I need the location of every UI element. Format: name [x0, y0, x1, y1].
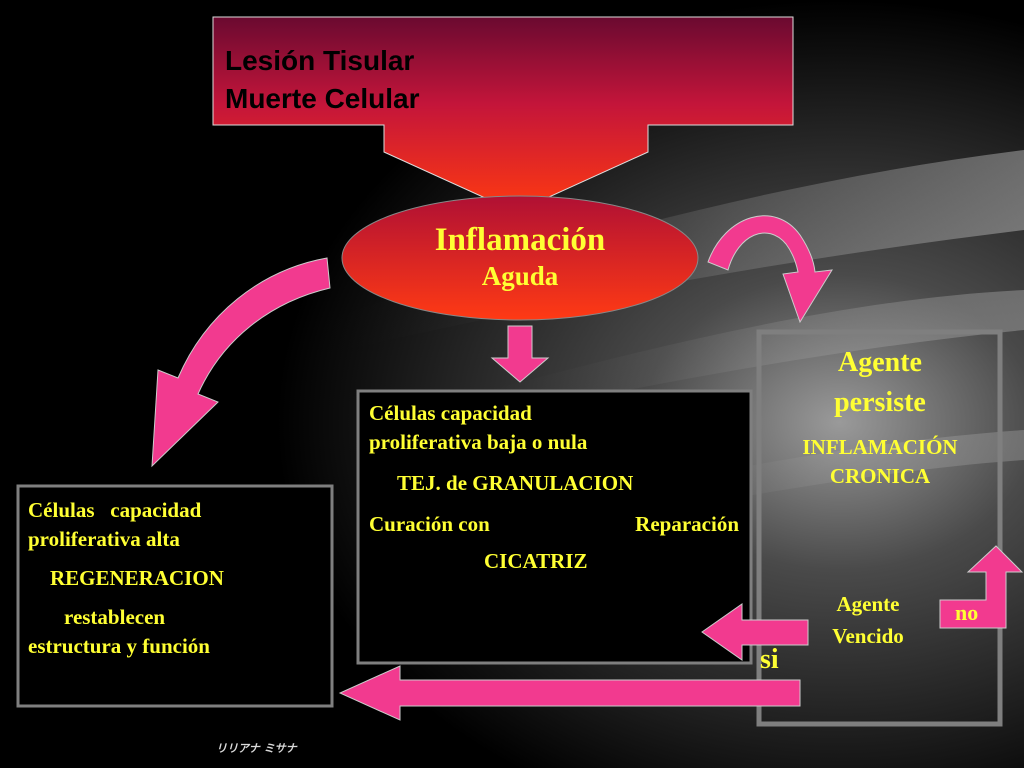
footer-author: リリアナ ミサナ: [216, 742, 297, 755]
vencido-line2: Vencido: [832, 624, 904, 648]
top-box-line1: Lesión Tisular: [225, 45, 415, 76]
right-sub1: INFLAMACIÓN: [802, 435, 958, 459]
left-line3: REGENERACION: [50, 566, 224, 590]
left-box-text: Células capacidad proliferativa alta REG…: [28, 496, 328, 661]
center-line3: TEJ. de GRANULACION: [397, 471, 634, 495]
right-title1: Agente: [838, 347, 922, 378]
vencido-line1: Agente: [836, 592, 900, 616]
ellipse-subtitle: Aguda: [481, 261, 559, 291]
left-line4: restablecen: [64, 605, 166, 629]
top-box-text: Lesión Tisular Muerte Celular: [225, 42, 420, 118]
agente-vencido-text: Agente Vencido: [818, 588, 918, 652]
right-title2: persiste: [834, 387, 926, 418]
si-label: si: [760, 644, 779, 675]
left-line1: Células capacidad: [28, 498, 202, 522]
top-box-line2: Muerte Celular: [225, 83, 420, 114]
no-label: no: [955, 600, 979, 625]
top-callout-shape: [212, 16, 794, 213]
center-line4a: Curación con: [369, 512, 490, 536]
center-line2: proliferativa baja o nula: [369, 430, 588, 454]
curved-arrow-right-icon: [707, 215, 833, 324]
left-arrow-long-icon: [338, 665, 801, 721]
left-line5: estructura y función: [28, 634, 210, 658]
down-arrow-icon: [490, 325, 550, 383]
center-line5: CICATRIZ: [484, 549, 588, 573]
curved-arrow-left-icon: [151, 257, 331, 468]
left-line2: proliferativa alta: [28, 527, 180, 551]
ellipse-text: Inflamación Aguda: [400, 220, 640, 292]
ellipse-title: Inflamación: [434, 222, 606, 258]
center-box: [356, 389, 753, 665]
left-arrow-small-icon: [701, 603, 809, 661]
center-line4b: Reparación: [635, 512, 739, 536]
left-box: [16, 484, 334, 708]
right-box: [756, 329, 1003, 727]
bent-up-arrow-icon: [939, 545, 1024, 629]
inflamacion-ellipse: [341, 195, 699, 321]
center-line1: Células capacidad: [369, 401, 532, 425]
center-box-text: Células capacidad proliferativa baja o n…: [369, 399, 745, 576]
right-sub2: CRONICA: [829, 464, 931, 488]
right-box-text: Agente persiste INFLAMACIÓN CRONICA: [770, 343, 990, 489]
center-line4: Curación con Reparación: [369, 510, 745, 539]
